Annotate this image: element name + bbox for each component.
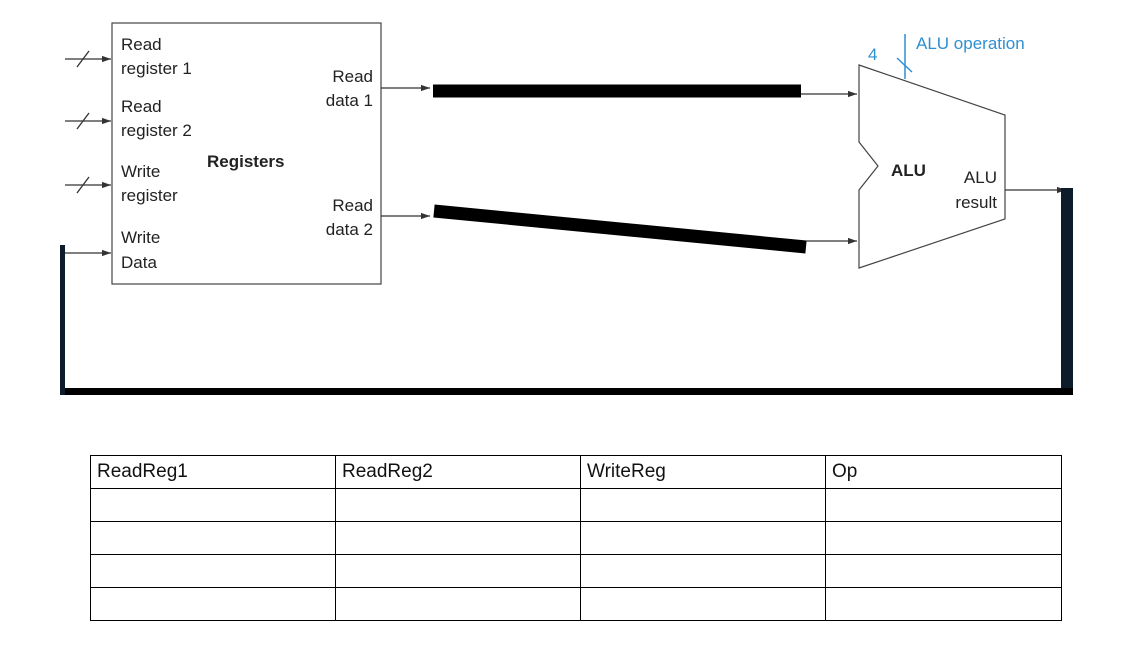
input-read-register-1-line2: register 1: [121, 59, 192, 78]
table-cell[interactable]: [825, 587, 1062, 621]
alu-control-width: 4: [868, 45, 877, 64]
wire-read-data-1: [381, 84, 857, 98]
register-table-container: ReadReg1 ReadReg2 WriteReg Op: [90, 455, 1062, 621]
table-cell[interactable]: [825, 521, 1062, 555]
table-cell[interactable]: [90, 554, 336, 588]
output-read-data-2-line1: Read: [332, 196, 373, 215]
alu-control-label: ALU operation: [916, 34, 1025, 53]
alu-title: ALU: [891, 161, 926, 180]
table-header-row: ReadReg1 ReadReg2 WriteReg Op: [90, 455, 1062, 489]
input-write-data-line2: Data: [121, 253, 157, 272]
table-cell[interactable]: [90, 521, 336, 555]
input-read-register-1-line1: Read: [121, 35, 162, 54]
alu-result-line1: ALU: [964, 168, 997, 187]
table-row: [90, 587, 1062, 621]
output-read-data-2-line2: data 2: [326, 220, 373, 239]
table-header-readreg1: ReadReg1: [90, 455, 336, 489]
feedback-wire: [60, 188, 1073, 395]
input-read-register-2-line1: Read: [121, 97, 162, 116]
input-read-register-2-line2: register 2: [121, 121, 192, 140]
register-table: ReadReg1 ReadReg2 WriteReg Op: [90, 455, 1062, 621]
thick-wire-read-data-2: [433, 204, 807, 254]
alu-operation-control: 4 ALU operation: [868, 34, 1025, 79]
table-header-readreg2: ReadReg2: [335, 455, 581, 489]
table-row: [90, 488, 1062, 522]
register-file-box: [111, 22, 382, 285]
input-write-data-line1: Write: [121, 228, 160, 247]
alu-shape: [858, 64, 1006, 269]
input-write-register-line2: register: [121, 186, 178, 205]
table-row: [90, 554, 1062, 588]
output-read-data-1-line2: data 1: [326, 91, 373, 110]
datapath-diagram: Registers Read register 1 Read register …: [60, 22, 1073, 395]
table-cell[interactable]: [90, 488, 336, 522]
table-cell[interactable]: [580, 521, 826, 555]
table-cell[interactable]: [335, 554, 581, 588]
wire-read-data-2: [381, 204, 857, 254]
input-write-register-line1: Write: [121, 162, 160, 181]
input-wire-read-register-1: [65, 50, 111, 68]
table-header-writereg: WriteReg: [580, 455, 826, 489]
table-cell[interactable]: [335, 488, 581, 522]
table-cell[interactable]: [580, 554, 826, 588]
input-wire-read-register-2: [65, 112, 111, 130]
table-cell[interactable]: [825, 554, 1062, 588]
table-cell[interactable]: [580, 587, 826, 621]
table-row: [90, 521, 1062, 555]
alu-result-line2: result: [955, 193, 997, 212]
output-read-data-1-line1: Read: [332, 67, 373, 86]
input-wire-write-register: [65, 176, 111, 194]
table-cell[interactable]: [335, 587, 581, 621]
table-header-op: Op: [825, 455, 1062, 489]
table-cell[interactable]: [825, 488, 1062, 522]
table-cell[interactable]: [335, 521, 581, 555]
table-cell[interactable]: [580, 488, 826, 522]
register-file-title: Registers: [207, 152, 284, 171]
table-cell[interactable]: [90, 587, 336, 621]
